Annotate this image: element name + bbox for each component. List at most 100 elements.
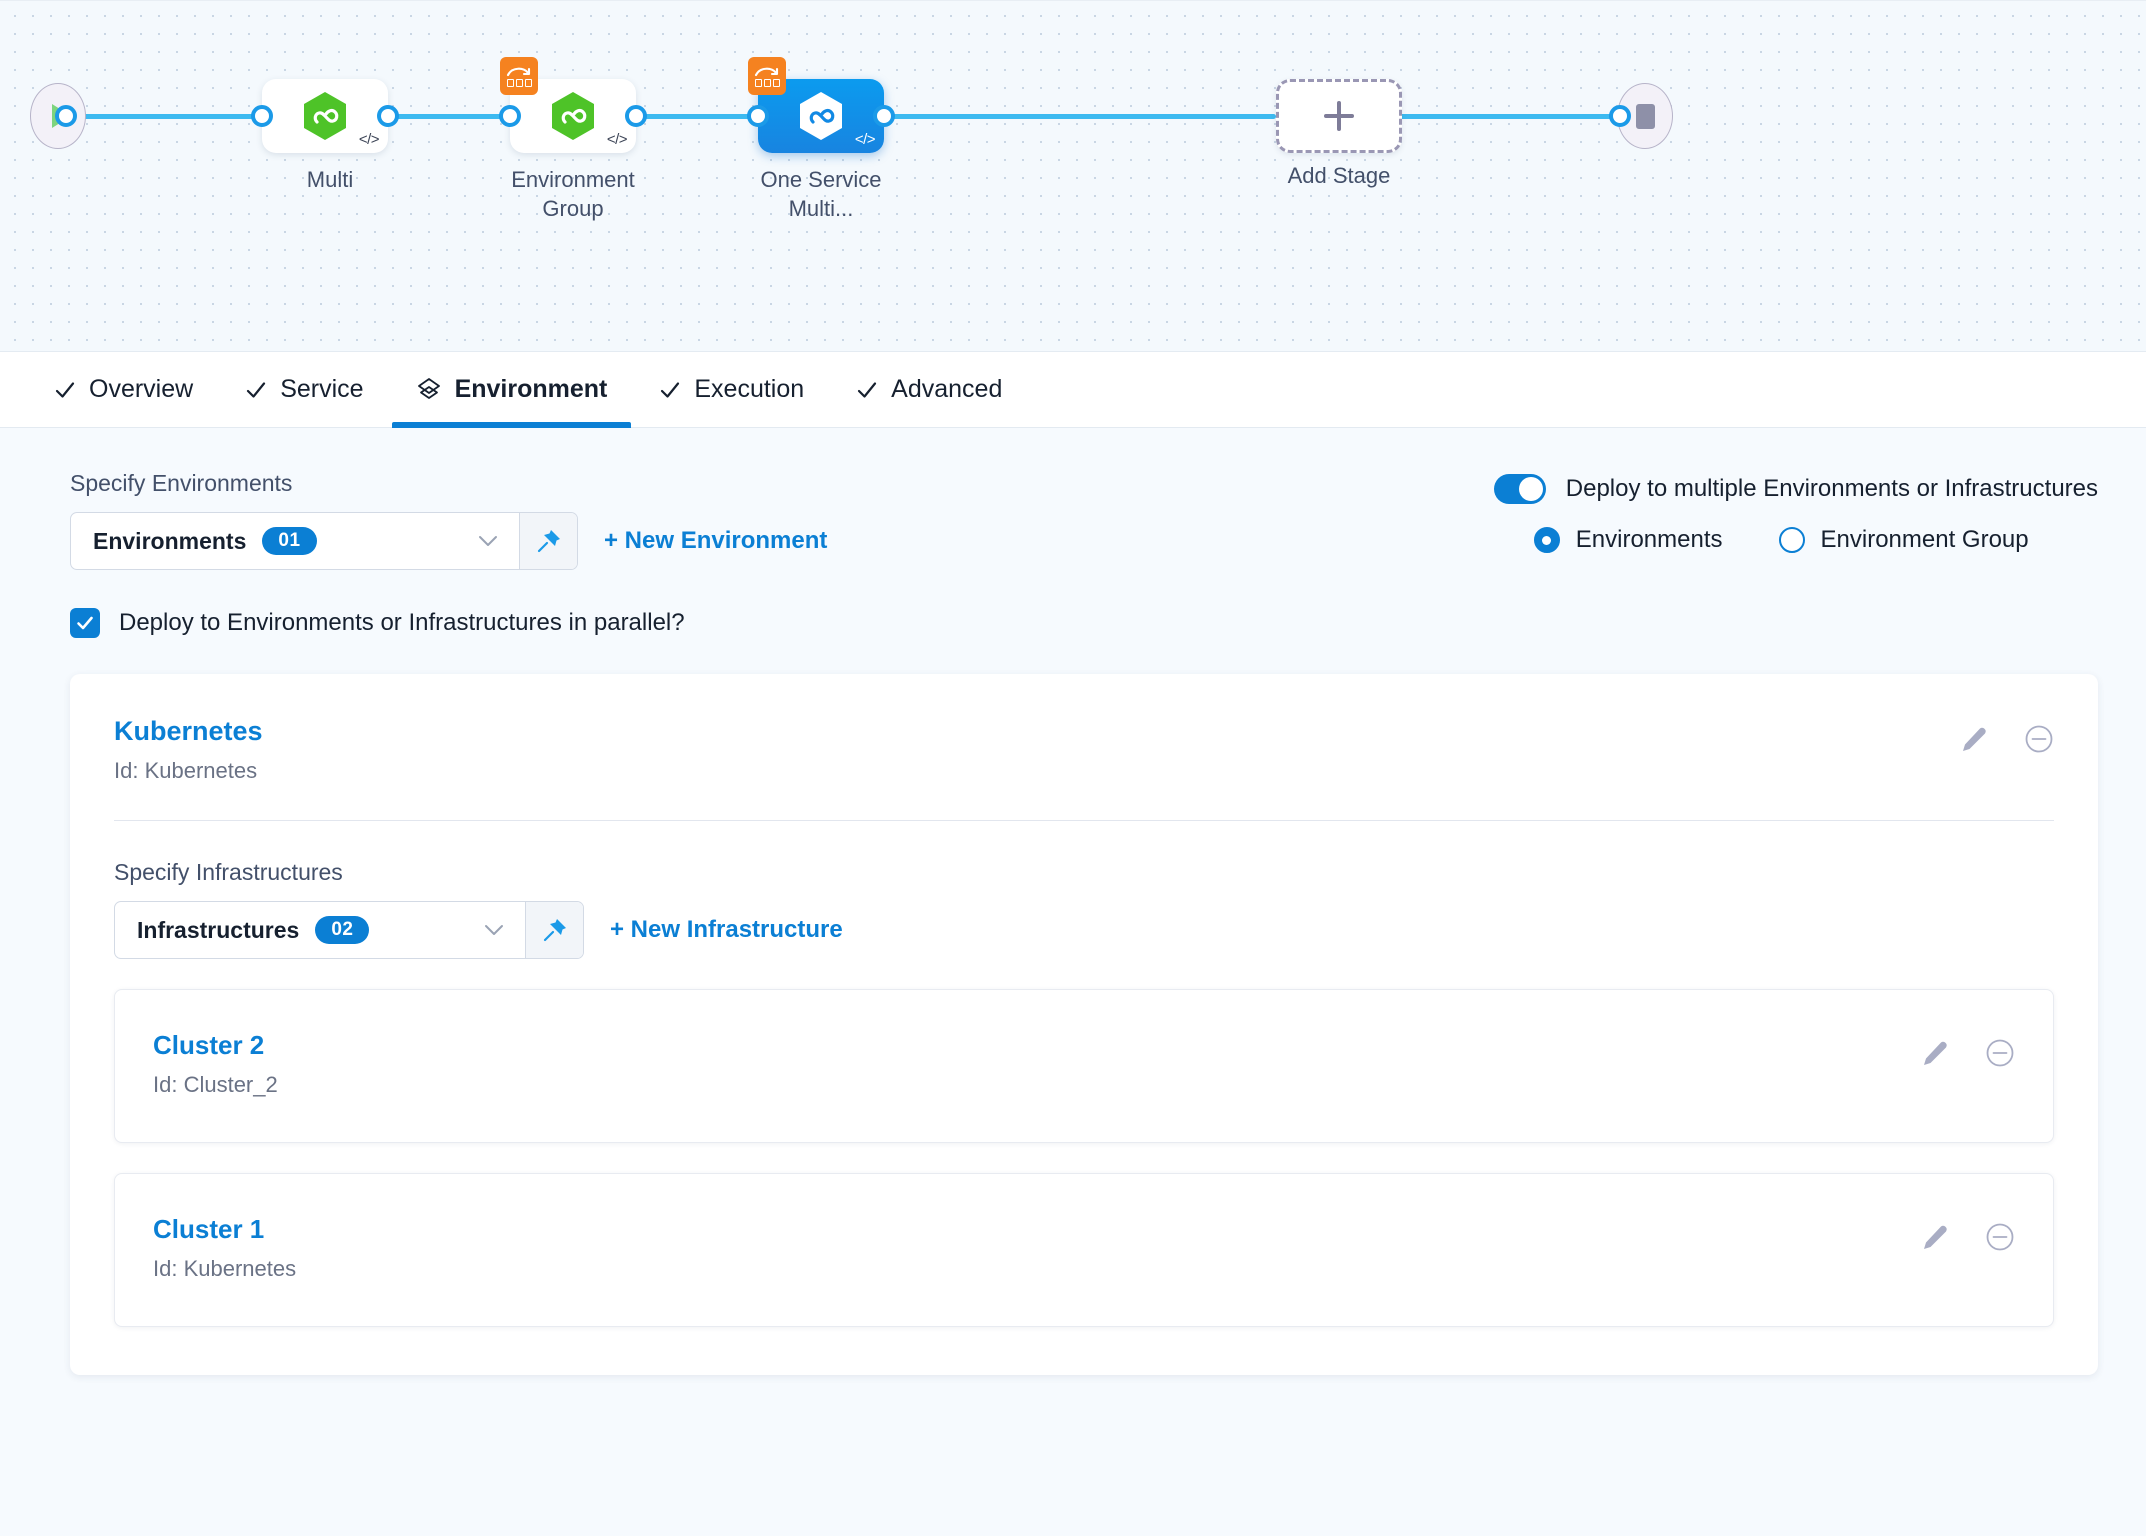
tab-advanced[interactable]: Advanced bbox=[830, 352, 1028, 428]
new-environment-button[interactable]: + New Environment bbox=[604, 527, 828, 554]
infrastructure-id: Id: Kubernetes bbox=[153, 1256, 297, 1281]
connector-dot[interactable] bbox=[55, 105, 77, 127]
layers-icon bbox=[417, 377, 440, 399]
stage-config-tabs: Overview Service Environment Execution A… bbox=[0, 352, 2146, 428]
pipeline-connector bbox=[330, 114, 510, 119]
pipeline-stage-multi[interactable]: </> bbox=[262, 79, 388, 153]
infrastructure-id: Id: Cluster_2 bbox=[153, 1072, 278, 1097]
check-icon bbox=[661, 381, 680, 398]
specify-environments-label: Specify Environments bbox=[70, 470, 293, 496]
add-stage-label: Add Stage bbox=[1287, 163, 1391, 188]
pencil-icon[interactable] bbox=[1920, 1039, 1949, 1068]
add-stage-button[interactable] bbox=[1276, 79, 1402, 153]
environment-tab-panel: Specify Environments Environments 01 bbox=[0, 428, 2146, 1375]
pin-icon bbox=[537, 530, 560, 553]
deployment-hexagon-icon bbox=[552, 92, 594, 140]
pin-environments-button[interactable] bbox=[519, 513, 577, 569]
connector-dot[interactable] bbox=[625, 105, 647, 127]
infrastructure-name-link[interactable]: Cluster 2 bbox=[153, 1030, 265, 1060]
connector-dot[interactable] bbox=[499, 105, 521, 127]
toggle-knob bbox=[1518, 477, 1543, 501]
deploy-multiple-label: Deploy to multiple Environments or Infra… bbox=[1565, 475, 2098, 502]
connector-dot[interactable] bbox=[251, 105, 273, 127]
check-icon bbox=[247, 381, 266, 398]
radio-environment-group-label: Environment Group bbox=[1820, 526, 2029, 553]
pencil-icon[interactable] bbox=[1959, 725, 1988, 754]
specify-environments-group: Specify Environments Environments 01 bbox=[70, 470, 827, 570]
code-tag-icon[interactable]: </> bbox=[854, 131, 876, 148]
tab-execution[interactable]: Execution bbox=[633, 352, 830, 428]
parallel-deploy-label: Deploy to Environments or Infrastructure… bbox=[119, 609, 685, 636]
chevron-down-icon bbox=[479, 536, 497, 546]
environment-id: Id: Kubernetes bbox=[114, 758, 258, 783]
pipeline-connector bbox=[826, 114, 1276, 119]
pencil-icon[interactable] bbox=[1920, 1223, 1949, 1252]
parallel-deploy-checkbox[interactable] bbox=[70, 608, 100, 638]
environment-identity: Kubernetes Id: Kubernetes bbox=[114, 716, 263, 784]
pipeline-connector bbox=[1368, 114, 1623, 119]
tab-label: Environment bbox=[454, 375, 608, 403]
infrastructure-name-link[interactable]: Cluster 1 bbox=[153, 1214, 265, 1244]
environments-select[interactable]: Environments 01 bbox=[70, 512, 578, 570]
radio-environments-indicator bbox=[1533, 527, 1560, 553]
tab-label: Advanced bbox=[891, 375, 1003, 403]
check-icon bbox=[858, 381, 877, 398]
tab-label: Service bbox=[280, 375, 364, 403]
plus-icon bbox=[1324, 101, 1354, 131]
connector-dot[interactable] bbox=[747, 105, 769, 127]
radio-environments[interactable]: Environments bbox=[1533, 526, 1723, 554]
stage-label: One Service Multi... bbox=[760, 167, 882, 221]
stage-label: Environment Group bbox=[511, 167, 635, 221]
infrastructure-card-cluster-2: Cluster 2 Id: Cluster_2 bbox=[114, 989, 2054, 1143]
minus-circle-icon[interactable] bbox=[1985, 1222, 2015, 1252]
pin-icon bbox=[543, 919, 566, 942]
pipeline-stage-one-service-multi[interactable]: </> bbox=[748, 57, 884, 153]
infrastructure-card-cluster-1: Cluster 1 Id: Kubernetes bbox=[114, 1173, 2054, 1327]
check-icon bbox=[55, 381, 75, 398]
pipeline-canvas[interactable]: </> Multi </> Environment Group </> One … bbox=[0, 0, 2146, 352]
deployment-hexagon-icon bbox=[304, 92, 346, 140]
environments-count-badge: 01 bbox=[262, 527, 317, 555]
radio-environments-label: Environments bbox=[1575, 526, 1723, 553]
environment-card: Kubernetes Id: Kubernetes Specify Infras… bbox=[70, 674, 2098, 1375]
new-infrastructure-button[interactable]: + New Infrastructure bbox=[610, 916, 843, 943]
matrix-strategy-icon bbox=[500, 57, 538, 95]
deploy-multiple-toggle[interactable] bbox=[1493, 474, 1546, 504]
pipeline-connector bbox=[578, 114, 758, 119]
connector-dot[interactable] bbox=[377, 105, 399, 127]
minus-circle-icon[interactable] bbox=[1985, 1038, 2015, 1068]
radio-environment-group[interactable]: Environment Group bbox=[1778, 526, 2029, 554]
infrastructures-select[interactable]: Infrastructures 02 bbox=[114, 901, 584, 959]
specify-infrastructures-label: Specify Infrastructures bbox=[114, 859, 343, 885]
pin-infrastructures-button[interactable] bbox=[525, 902, 583, 958]
tab-service[interactable]: Service bbox=[219, 352, 389, 428]
specify-infrastructures-group: Specify Infrastructures Infrastructures … bbox=[114, 821, 2054, 1327]
tab-environment[interactable]: Environment bbox=[390, 352, 634, 428]
pipeline-stage-environment-group[interactable]: </> bbox=[500, 57, 636, 153]
infrastructures-count-badge: 02 bbox=[315, 916, 370, 944]
code-tag-icon[interactable]: </> bbox=[606, 131, 628, 148]
connector-dot[interactable] bbox=[1609, 105, 1631, 127]
environments-select-value: Environments bbox=[93, 527, 247, 554]
deployment-hexagon-icon bbox=[800, 92, 842, 140]
environment-name-link[interactable]: Kubernetes bbox=[114, 716, 263, 746]
matrix-strategy-icon bbox=[748, 57, 786, 95]
connector-dot[interactable] bbox=[873, 105, 895, 127]
infrastructures-select-value: Infrastructures bbox=[137, 916, 300, 943]
tab-label: Overview bbox=[89, 375, 194, 403]
tab-overview[interactable]: Overview bbox=[28, 352, 219, 428]
stop-icon bbox=[1635, 103, 1655, 129]
infrastructure-identity: Cluster 1 Id: Kubernetes bbox=[153, 1214, 296, 1282]
tab-label: Execution bbox=[694, 375, 805, 403]
parallel-deploy-row[interactable]: Deploy to Environments or Infrastructure… bbox=[0, 570, 2146, 638]
minus-circle-icon[interactable] bbox=[2024, 724, 2054, 754]
chevron-down-icon bbox=[485, 925, 503, 935]
pipeline-connector bbox=[72, 114, 262, 119]
card-divider bbox=[114, 820, 2054, 821]
deploy-options-group: Deploy to multiple Environments or Infra… bbox=[1493, 470, 2098, 554]
infrastructure-identity: Cluster 2 Id: Cluster_2 bbox=[153, 1030, 278, 1098]
stage-label: Multi bbox=[306, 167, 354, 192]
check-icon bbox=[77, 616, 93, 630]
radio-environment-group-indicator bbox=[1778, 527, 1805, 553]
code-tag-icon[interactable]: </> bbox=[358, 131, 380, 148]
